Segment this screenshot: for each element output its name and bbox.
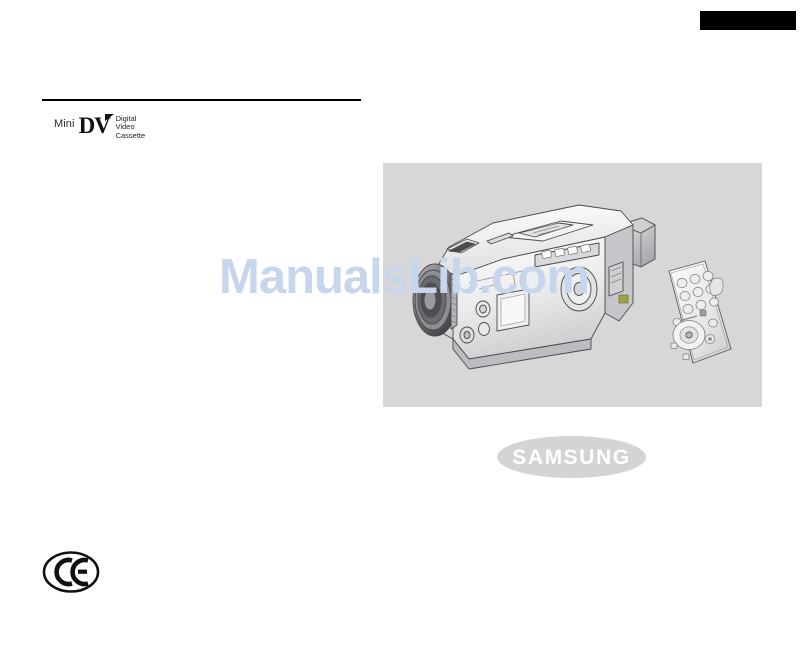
dv-mark-icon: DV [78, 113, 114, 138]
minidv-line-video: Video [115, 122, 135, 132]
product-image-panel [383, 163, 762, 407]
minidv-line-cassette: Cassette [115, 130, 146, 140]
remote-control [668, 260, 732, 364]
corner-black-bar [700, 11, 796, 30]
minidv-prefix-label: Mini [54, 118, 75, 130]
camcorder-body [412, 204, 656, 370]
camcorder-lens [412, 263, 458, 340]
dv-mark-flag-icon [104, 114, 114, 121]
dv-mark-letters: DV [78, 113, 111, 138]
minidv-line-digital: Digital [115, 114, 137, 123]
minidv-descriptor: Digital Video Cassette [116, 113, 146, 140]
samsung-logo-text: SAMSUNG [512, 446, 631, 469]
camcorder-and-remote-illustration [412, 204, 732, 370]
minidv-logo: Mini DV Digital Video Cassette [54, 113, 145, 140]
ce-mark-icon [42, 551, 100, 593]
samsung-logo: SAMSUNG [497, 436, 646, 478]
samsung-logo-oval [497, 436, 646, 478]
header-divider-rule [42, 99, 361, 101]
